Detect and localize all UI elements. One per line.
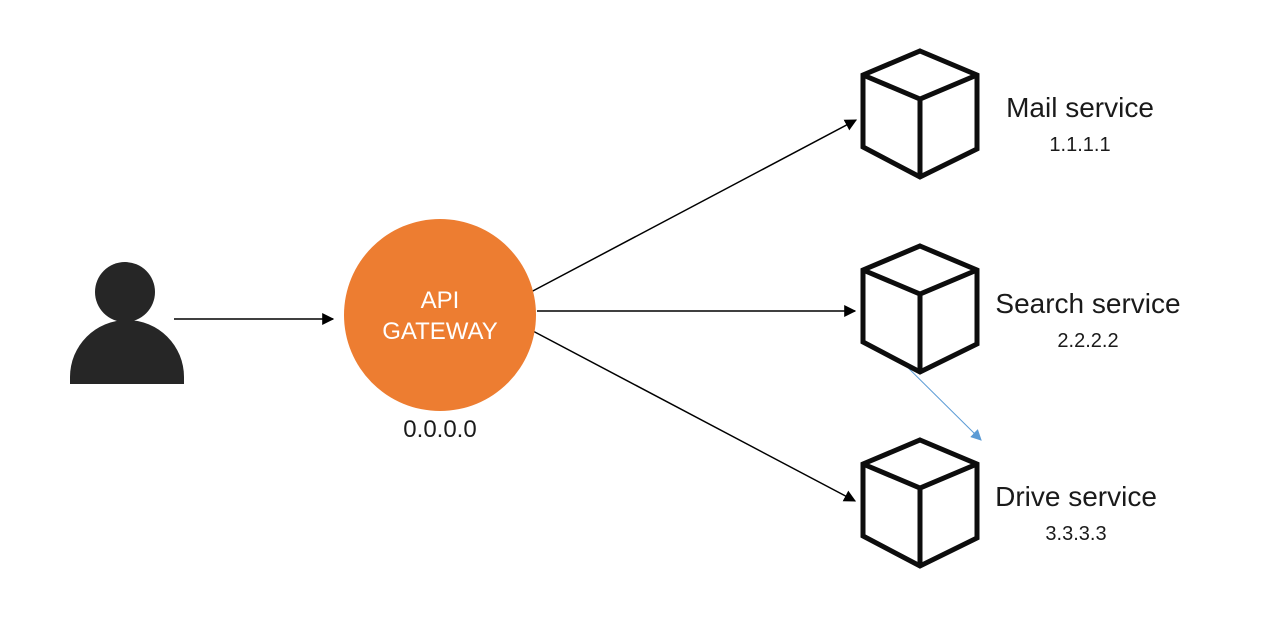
service-ip: 2.2.2.2 xyxy=(1057,330,1119,352)
cube-icon-drive xyxy=(863,440,977,566)
service-drive: Drive service 3.3.3.3 xyxy=(966,481,1186,546)
gateway-ip: 0.0.0.0 xyxy=(403,416,477,443)
service-name: Search service xyxy=(995,288,1181,319)
service-mail: Mail service 1.1.1.1 xyxy=(970,92,1190,157)
service-search: Search service 2.2.2.2 xyxy=(978,288,1198,353)
cube-icon-search xyxy=(863,246,977,372)
arrow-gateway-to-drive xyxy=(530,329,857,502)
gateway-node xyxy=(344,219,536,411)
service-ip: 3.3.3.3 xyxy=(1045,523,1107,545)
service-name: Drive service xyxy=(995,481,1157,512)
arrow-gateway-to-mail xyxy=(528,119,858,294)
cube-icon-mail xyxy=(863,51,977,177)
service-ip: 1.1.1.1 xyxy=(1049,134,1111,156)
user-icon xyxy=(70,262,184,384)
service-name: Mail service xyxy=(1006,92,1154,123)
